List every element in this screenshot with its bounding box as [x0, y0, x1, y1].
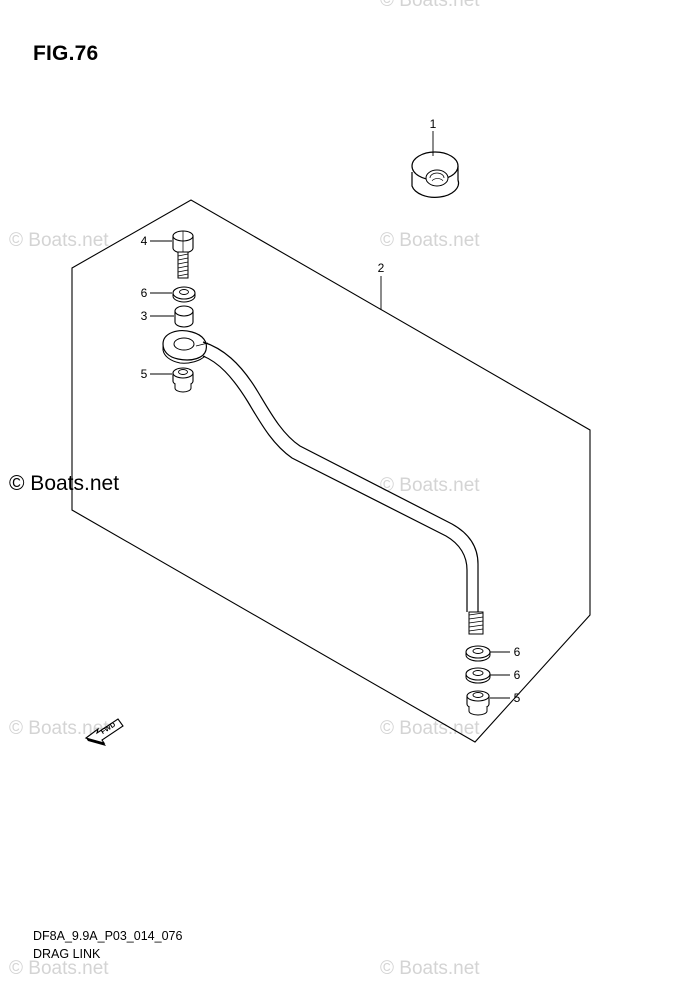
watermark: © Boats.net [9, 230, 109, 251]
callout-4: 4 [141, 234, 148, 248]
part-2-drag-link [162, 330, 484, 635]
watermark: © Boats.net [9, 958, 109, 979]
callout-1: 1 [430, 117, 437, 131]
part-6-washer [172, 286, 196, 303]
fwd-arrow-icon: FWD [84, 718, 124, 746]
watermark-prominent: © Boats.net [9, 472, 120, 495]
figure-name: DRAG LINK [33, 947, 101, 961]
callout-3: 3 [141, 309, 148, 323]
watermark: © Boats.net [380, 718, 480, 739]
watermark: © Boats.net [380, 958, 480, 979]
watermark: © Boats.net [380, 230, 480, 251]
assembly-boundary [71, 199, 591, 743]
callout-6: 6 [514, 668, 521, 682]
drawing-code: DF8A_9.9A_P03_014_076 [33, 929, 183, 943]
callout-5: 5 [141, 367, 148, 381]
part-4-bolt [172, 230, 194, 279]
watermark: © Boats.net [9, 718, 109, 739]
callout-2: 2 [378, 261, 385, 275]
part-6-washer [465, 667, 491, 684]
part-6-washer [465, 645, 491, 662]
callout-6: 6 [514, 645, 521, 659]
watermark: © Boats.net [380, 0, 480, 11]
callout-6: 6 [141, 286, 148, 300]
part-1-nut [411, 151, 460, 198]
callout-5: 5 [514, 691, 521, 705]
part-3-bushing [174, 305, 194, 328]
watermark: © Boats.net [380, 475, 480, 496]
part-5-locknut [466, 690, 490, 716]
figure-title: FIG.76 [33, 42, 99, 65]
part-5-locknut [172, 367, 194, 393]
